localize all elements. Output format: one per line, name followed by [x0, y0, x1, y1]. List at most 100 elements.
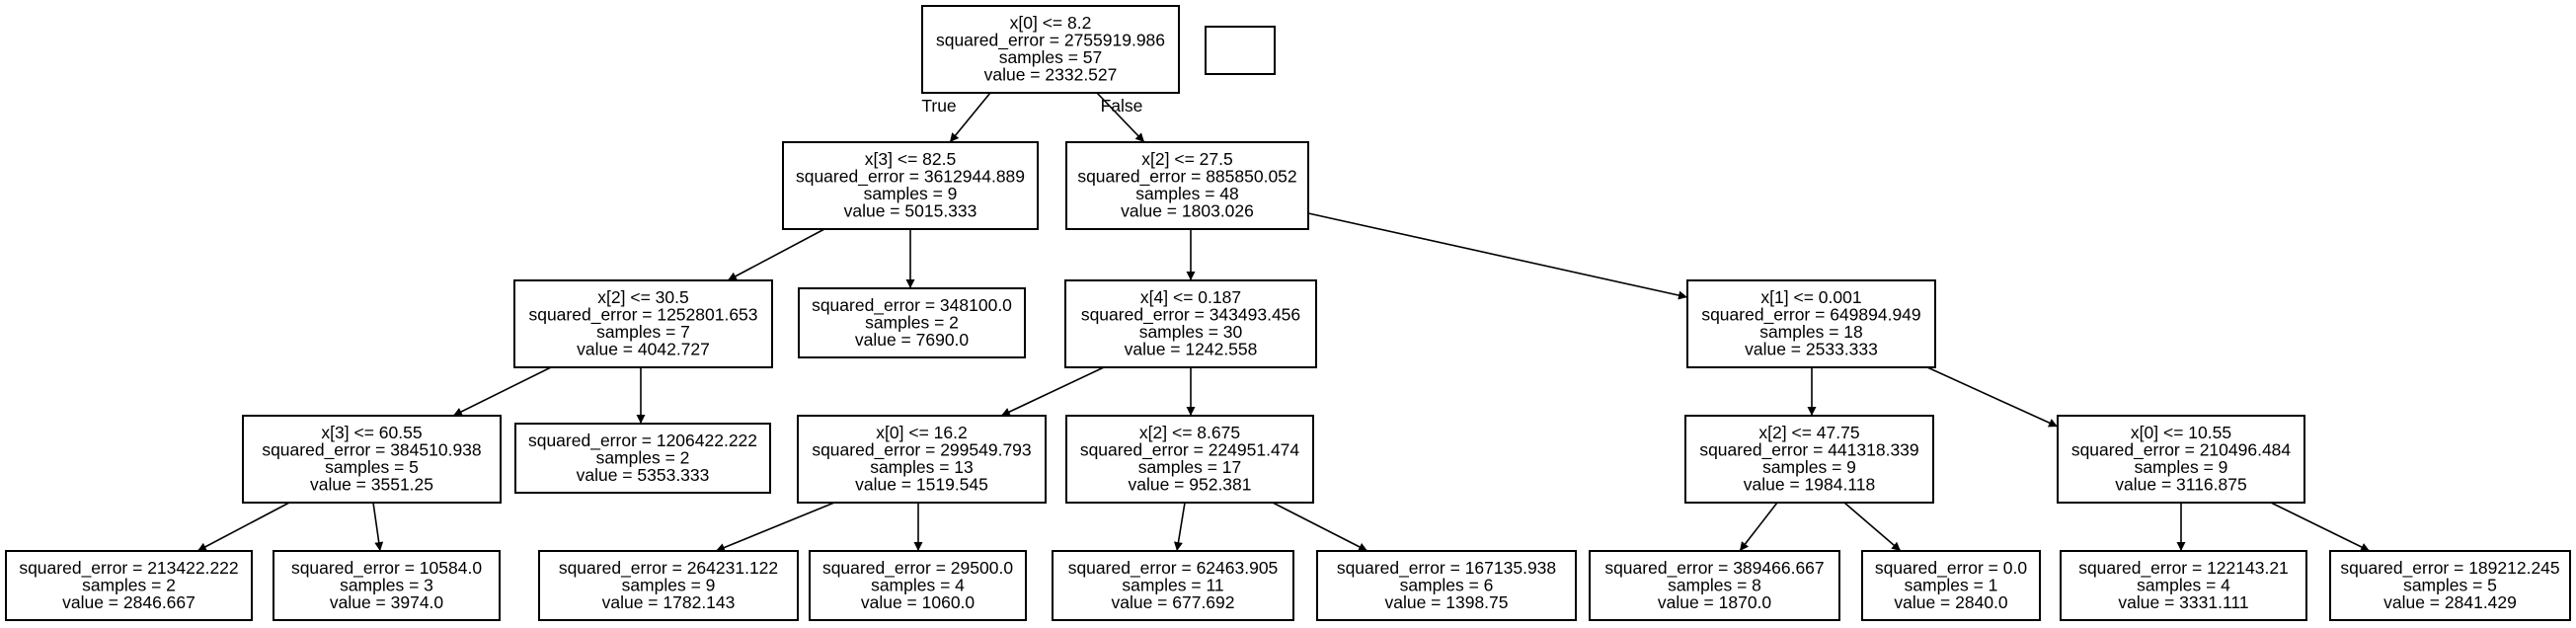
edge-n1-n3 [727, 228, 825, 281]
node-box [1684, 415, 1934, 504]
node-text-line: x[2] <= 30.5 [597, 287, 688, 307]
edge-label-true: True [921, 96, 956, 116]
node-text-line: value = 3551.25 [310, 475, 433, 495]
node-text-line: samples = 7 [596, 322, 690, 342]
node-text-line: samples = 9 [1762, 457, 1856, 477]
node-text-line: squared_error = 3612944.889 [796, 167, 1025, 188]
edge-label-false: False [1101, 96, 1143, 116]
edges-layer: True False [196, 92, 2371, 552]
node-text-line: x[2] <= 27.5 [1141, 149, 1232, 169]
node-box [514, 423, 771, 494]
node-text-line: squared_error = 210496.484 [2071, 440, 2292, 461]
node-text-line: value = 1782.143 [602, 592, 736, 612]
node-text-line: squared_error = 384510.938 [262, 440, 481, 461]
edge-n11-n19 [1739, 502, 1778, 552]
node-text-line: x[3] <= 82.5 [865, 149, 956, 169]
edge-n7-n13 [196, 502, 290, 552]
edge-n10-n17 [1174, 502, 1186, 552]
node-text-line: value = 1870.0 [1658, 592, 1772, 612]
node-text-line: value = 952.381 [1128, 475, 1251, 495]
node-box [513, 279, 773, 368]
node-text-line: x[4] <= 0.187 [1140, 287, 1241, 307]
edge-n3-n7 [452, 366, 552, 417]
node-text-line: samples = 17 [1138, 457, 1242, 477]
edge-n5-n9 [1000, 366, 1105, 417]
node-text-line: value = 1984.118 [1744, 475, 1875, 495]
node-text-line: squared_error = 62463.905 [1068, 558, 1279, 579]
node-text-line: samples = 18 [1759, 322, 1863, 342]
node-text-line: samples = 4 [2137, 575, 2230, 594]
node-text-line: value = 2841.429 [2383, 592, 2517, 612]
node-box [797, 415, 1047, 504]
edge-n11-n20 [1843, 502, 1902, 552]
node-text-line: samples = 9 [864, 184, 958, 203]
node-text-line: value = 1060.0 [861, 592, 976, 612]
node-text-line: samples = 11 [1122, 575, 1223, 594]
node-text-line: squared_error = 10584.0 [291, 558, 482, 579]
node-text-line: x[0] <= 10.55 [2131, 423, 2231, 442]
node-text-line: squared_error = 649894.949 [1701, 305, 1920, 326]
node-text-line: value = 2332.527 [984, 65, 1118, 85]
node-box [2057, 415, 2305, 504]
node-text-line: x[3] <= 60.55 [321, 423, 422, 442]
node-text-line: squared_error = 167135.938 [1337, 558, 1556, 579]
node-text-line: samples = 8 [1668, 575, 1761, 594]
node-text-line: squared_error = 189212.245 [2340, 558, 2559, 579]
node-box [1686, 279, 1936, 368]
node-text-line: value = 5015.333 [844, 201, 977, 221]
node-box [5, 550, 253, 621]
node-text-line: squared_error = 1252801.653 [528, 305, 757, 326]
node-text-line: value = 5353.333 [577, 465, 710, 485]
edge-n2-n6 [1307, 212, 1688, 300]
node-text-line: x[1] <= 0.001 [1760, 287, 1861, 307]
node-box [782, 141, 1039, 230]
node-text-line: value = 4042.727 [577, 340, 710, 359]
node-box [273, 550, 501, 621]
node-text-line: value = 3116.875 [2115, 475, 2246, 495]
node-box [1065, 415, 1314, 504]
node-text-line: squared_error = 299549.793 [812, 440, 1031, 461]
node-text-line: squared_error = 885850.052 [1077, 167, 1296, 188]
node-text-line: value = 2846.667 [62, 592, 195, 612]
edge-n7-n14 [372, 502, 384, 552]
node-text-line: samples = 2 [865, 312, 959, 332]
node-box [242, 415, 502, 504]
node-box [809, 550, 1027, 621]
node-text-line: x[0] <= 8.2 [1010, 13, 1092, 33]
node-text-line: value = 7690.0 [855, 330, 970, 350]
node-text-line: samples = 2 [596, 447, 690, 467]
node-text-line: value = 2840.0 [1894, 592, 2008, 612]
node-text-line: samples = 9 [2135, 457, 2228, 477]
node-text-line: samples = 5 [2403, 575, 2497, 594]
node-box [1589, 550, 1840, 621]
node-text-line: samples = 9 [622, 575, 716, 594]
node-text-line: squared_error = 2755919.986 [936, 31, 1165, 51]
node-text-line: x[2] <= 8.675 [1139, 423, 1240, 442]
node-text-line: x[0] <= 16.2 [876, 423, 967, 442]
edge-n12-n22 [2270, 502, 2371, 552]
node-text-line: samples = 6 [1400, 575, 1494, 594]
node-box [798, 287, 1026, 358]
node-text-line: samples = 1 [1905, 575, 1998, 594]
node-text-line: squared_error = 441318.339 [1699, 440, 1918, 461]
node-text-line: samples = 2 [82, 575, 176, 594]
node-text-line: value = 1242.558 [1125, 340, 1258, 359]
node-text-line: samples = 30 [1139, 322, 1243, 342]
